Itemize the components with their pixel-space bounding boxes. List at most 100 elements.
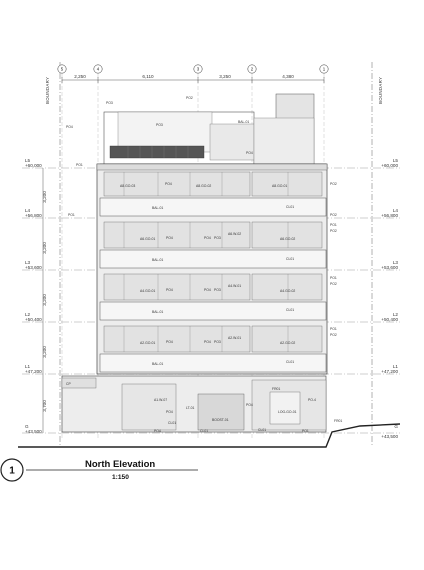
title-block: 1 North Elevation 1:150 <box>0 458 198 482</box>
tag-roof-6: PO4 <box>246 151 253 155</box>
grid-label-5: 5 <box>61 67 64 72</box>
tag-roof-5: BAL-01 <box>238 120 249 124</box>
level-rl-l3: +53,600 <box>25 265 42 270</box>
tag-l4-6: PO2 <box>330 182 337 186</box>
dimension-1: 2,250 <box>74 74 86 79</box>
tag-l3-10: PO2 <box>330 229 337 233</box>
drawing-number-bubble <box>0 458 24 482</box>
boundary-label-left: BOUNDARY <box>45 77 50 104</box>
level-rl-g: +43,500 <box>25 429 42 434</box>
tag-l4-5: PO1 <box>76 163 83 167</box>
tag-g-14: CL01 <box>200 429 208 433</box>
tag-l1-10: PO2 <box>330 333 337 337</box>
drawing-number: 1 <box>9 466 15 477</box>
tag-l2-4: PO4 <box>204 288 211 292</box>
tag-l2-7: BAL-01 <box>152 310 163 314</box>
tag-l3-5: PO3 <box>214 236 221 240</box>
level-rl-l4: +56,800 <box>25 213 42 218</box>
tag-roof-2: PO2 <box>186 96 193 100</box>
tag-g-15: PO1 <box>302 429 309 433</box>
tag-l1-9: PO1 <box>330 327 337 331</box>
tag-roof-3: PO4 <box>66 125 73 129</box>
level-name-l4-right: L4 <box>393 208 399 213</box>
tag-l2-3: A4.GO-02 <box>280 289 295 293</box>
tag-g-2: A1.W-07 <box>154 398 167 402</box>
tag-l2-8: CL01 <box>286 308 294 312</box>
tag-g-11: FR01 <box>334 419 342 423</box>
tag-l4-7: BAL-01 <box>152 206 163 210</box>
facade-level-4 <box>99 171 327 217</box>
facade-level-1 <box>99 325 327 373</box>
tag-roof-1: PO3 <box>106 101 113 105</box>
level-name-g: G <box>25 424 29 429</box>
tag-l1-2: A2.W-01 <box>228 336 241 340</box>
dimension-3: 3,250 <box>219 74 231 79</box>
level-name-l1: L1 <box>25 364 31 369</box>
facade-level-2 <box>99 273 327 321</box>
tag-l3-9: PO1 <box>330 223 337 227</box>
tag-l2-10: PO2 <box>330 282 337 286</box>
tag-l4-1: A8.GO-03 <box>120 184 135 188</box>
tag-g-9: LOG-GO-01 <box>278 410 297 414</box>
level-name-l2: L2 <box>25 312 31 317</box>
dimension-2: 6,110 <box>142 74 154 79</box>
tag-g-3: PO4 <box>166 410 173 414</box>
level-labels-right: L5 +60,000 L4 +56,800 L3 +53,600 L2 +50,… <box>381 158 398 439</box>
level-name-l2-right: L2 <box>393 312 399 317</box>
tag-l1-6: PO4 <box>166 340 173 344</box>
level-labels-left: L5 +60,000 L4 +56,800 L3 +53,600 L2 +50,… <box>25 158 42 434</box>
tag-l2-2: A4.W-01 <box>228 284 241 288</box>
level-name-l3: L3 <box>25 260 31 265</box>
tag-l4-4: PO4 <box>165 182 172 186</box>
level-rl-l1: +47,200 <box>25 369 42 374</box>
level-name-g-right: G <box>394 424 398 429</box>
grid-label-1: 1 <box>323 67 326 72</box>
element-tags: PO3 PO2 PO4 PO3 BAL-01 PO4 A8.GO-03 A8.G… <box>66 96 342 433</box>
level-rl-l2: +50,400 <box>25 317 42 322</box>
dimension-string: 2,250 6,110 3,250 4,380 <box>61 74 325 83</box>
tag-l3-2: A6.W-02 <box>228 232 241 236</box>
tag-l4-8: CL01 <box>286 205 294 209</box>
tag-g-4: CL01 <box>168 421 176 425</box>
level-rl-g-right: +43,500 <box>381 434 398 439</box>
drawing-scale: 1:150 <box>112 474 129 481</box>
tag-g-8: FR01 <box>272 387 280 391</box>
grid-label-4: 4 <box>97 67 100 72</box>
tag-l2-9: PO1 <box>330 276 337 280</box>
tag-l4-10: PO2 <box>330 213 337 217</box>
facade-level-3 <box>99 221 327 269</box>
tag-l3-3: A6.GO-02 <box>280 237 295 241</box>
tag-l3-7: BAL-01 <box>152 258 163 262</box>
grid-label-2: 2 <box>251 67 254 72</box>
tag-g-10: PO-4 <box>308 398 316 402</box>
level-name-l1-right: L1 <box>393 364 399 369</box>
tag-g-6: BOOST-01 <box>212 418 229 422</box>
tag-g-1: CP <box>66 382 71 386</box>
tag-roof-4: PO3 <box>156 123 163 127</box>
tag-g-13: PO4 <box>154 429 161 433</box>
tag-l4-3: A8.GO-01 <box>272 184 287 188</box>
boundary-label-right: BOUNDARY <box>378 77 383 104</box>
floor-height-3: 3,200 <box>42 294 47 306</box>
tag-l3-8: CL01 <box>286 257 294 261</box>
level-rl-l5-right: +60,000 <box>381 163 398 168</box>
level-rl-l1-right: +47,200 <box>381 369 398 374</box>
tag-l3-1: A6.GO-01 <box>140 237 155 241</box>
roof-structures <box>100 93 326 165</box>
tag-l4-2: A8.GO-02 <box>196 184 211 188</box>
tag-l1-5: PO3 <box>214 340 221 344</box>
tag-l1-7: BAL-01 <box>152 362 163 366</box>
tag-g-12: PO4 <box>246 403 253 407</box>
floor-height-4: 3,200 <box>42 346 47 358</box>
tag-l2-1: A4.GO-01 <box>140 289 155 293</box>
tag-g-5: LT-01 <box>186 406 195 410</box>
floor-height-1: 3,200 <box>42 191 47 203</box>
tag-l1-1: A2.GO-01 <box>140 341 155 345</box>
level-name-l3-right: L3 <box>393 260 399 265</box>
floor-height-5: 3,700 <box>42 400 47 412</box>
tag-l4-9: PO1 <box>68 213 75 217</box>
tag-l2-6: PO4 <box>166 288 173 292</box>
tag-l1-3: A2.GO-02 <box>280 341 295 345</box>
